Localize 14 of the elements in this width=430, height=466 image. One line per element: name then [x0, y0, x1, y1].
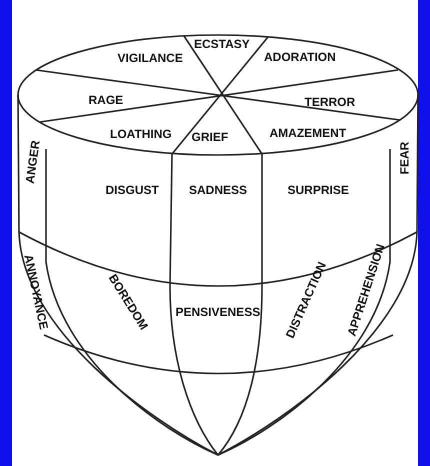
emotion-label: ADORATION: [264, 51, 336, 63]
emotion-label: ECSTASY: [194, 38, 250, 50]
emotion-label: LOATHING: [110, 128, 172, 140]
emotion-label: VIGILANCE: [118, 52, 183, 64]
emotion-label: DISGUST: [106, 184, 159, 196]
emotion-label: RAGE: [88, 94, 124, 106]
emotion-label: SADNESS: [189, 184, 248, 196]
emotion-label: PENSIVENESS: [176, 306, 260, 318]
emotion-label: SURPRISE: [288, 184, 349, 196]
emotion-label: TERROR: [304, 96, 356, 108]
emotion-label: ANGER: [23, 140, 42, 184]
emotion-label: GRIEF: [192, 131, 228, 143]
emotion-label: FEAR: [398, 142, 410, 174]
emotion-label: AMAZEMENT: [270, 127, 346, 139]
